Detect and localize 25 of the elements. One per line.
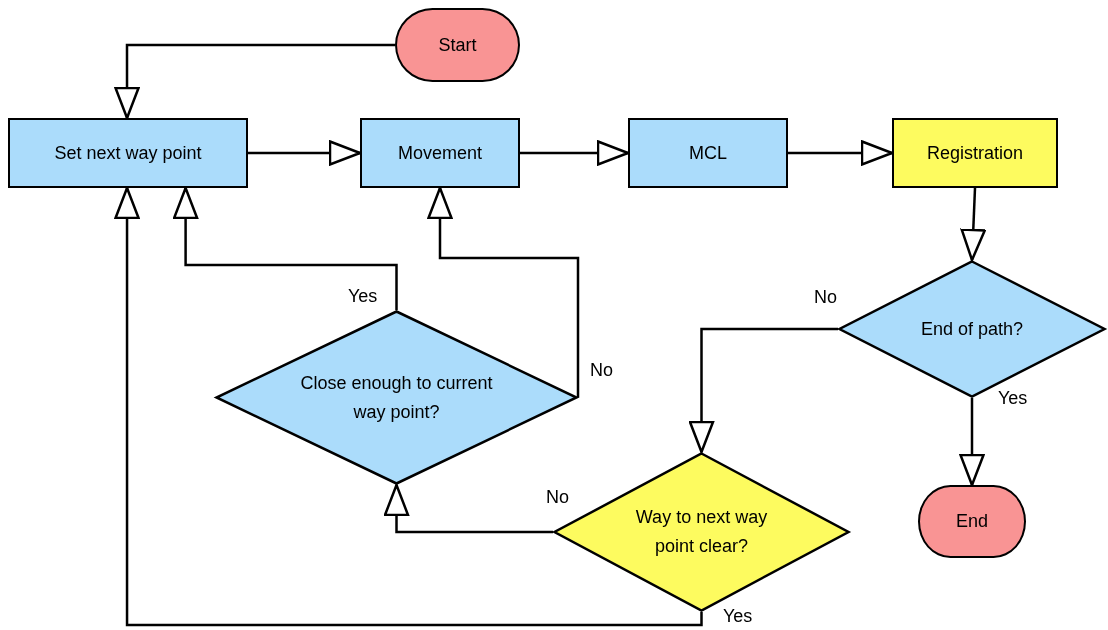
node-label: End of path? <box>920 317 1024 341</box>
process-box <box>8 118 248 188</box>
arrow <box>172 186 398 310</box>
arrow <box>688 327 838 454</box>
node-label: Registration <box>926 141 1023 165</box>
decision-diamond <box>215 310 578 485</box>
node-label: Start <box>438 33 477 57</box>
arrow <box>520 140 630 166</box>
process-box <box>892 118 1058 188</box>
arrow <box>959 398 985 487</box>
node-label: End <box>956 510 988 534</box>
process-box <box>360 118 520 188</box>
arrow <box>114 186 703 627</box>
node-label: Close enough to current way point? <box>299 371 494 424</box>
arrow <box>114 43 395 120</box>
process-box <box>628 118 788 188</box>
arrow <box>788 140 894 166</box>
node-label: MCL <box>689 141 727 165</box>
arrow <box>427 186 580 398</box>
node-label: Way to next way point clear? <box>634 506 769 558</box>
node-label: Set next way point <box>54 141 202 165</box>
arrow <box>383 483 553 534</box>
node-label: Movement <box>397 141 482 165</box>
arrow <box>248 140 362 166</box>
arrow <box>960 187 986 262</box>
